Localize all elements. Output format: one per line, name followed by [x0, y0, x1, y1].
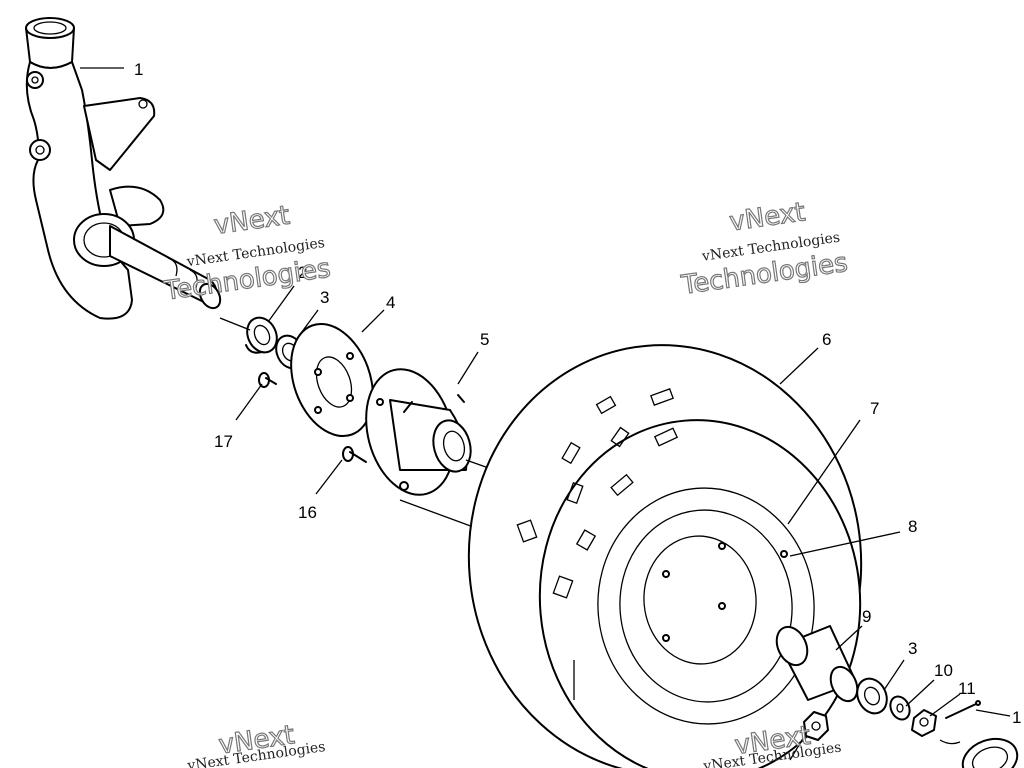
leader-lines [80, 67, 1011, 761]
callout-5: 5 [480, 330, 489, 349]
callout-2: 2 [298, 263, 307, 282]
stud-16-icon [342, 446, 367, 463]
bolt-17-icon [258, 372, 277, 388]
callout-10: 10 [934, 661, 953, 680]
callout-17: 17 [214, 432, 233, 451]
callout-8: 8 [908, 517, 917, 536]
watermark-lower-left: vNext vNext Technologies [185, 720, 326, 768]
steering-knuckle-icon [25, 17, 222, 320]
watermark-upper-right: vNext Technologies vNext Technologies [678, 197, 850, 302]
tire-icon [467, 344, 863, 768]
spacer-part-icon [775, 625, 859, 703]
callout-3: 3 [320, 288, 329, 307]
bearing-lower-icon [856, 677, 888, 715]
watermark-large-line1: vNext [728, 197, 807, 237]
seal-part-icon [245, 316, 278, 354]
washer-part-icon [889, 695, 911, 721]
cotter-pin-icon [945, 703, 977, 719]
callout-7: 7 [870, 399, 879, 418]
callout-6: 6 [822, 330, 831, 349]
callout-1-lower: 1 [1012, 708, 1021, 727]
callout-1: 1 [134, 60, 143, 79]
callout-9: 9 [862, 607, 871, 626]
callout-4: 4 [386, 293, 395, 312]
callout-16: 16 [298, 503, 317, 522]
watermark-large-line1: vNext [212, 201, 291, 241]
brake-disc-icon [290, 322, 374, 438]
nut-part-icon [911, 709, 937, 737]
watermark-upper-left: vNext Technologies vNext Technologies [161, 200, 333, 307]
hub-cap-icon [939, 737, 1019, 768]
wheel-hub-icon [365, 368, 472, 496]
callout-3-lower: 3 [908, 639, 917, 658]
lug-nut-icon [803, 711, 829, 741]
callout-11: 11 [958, 679, 976, 698]
